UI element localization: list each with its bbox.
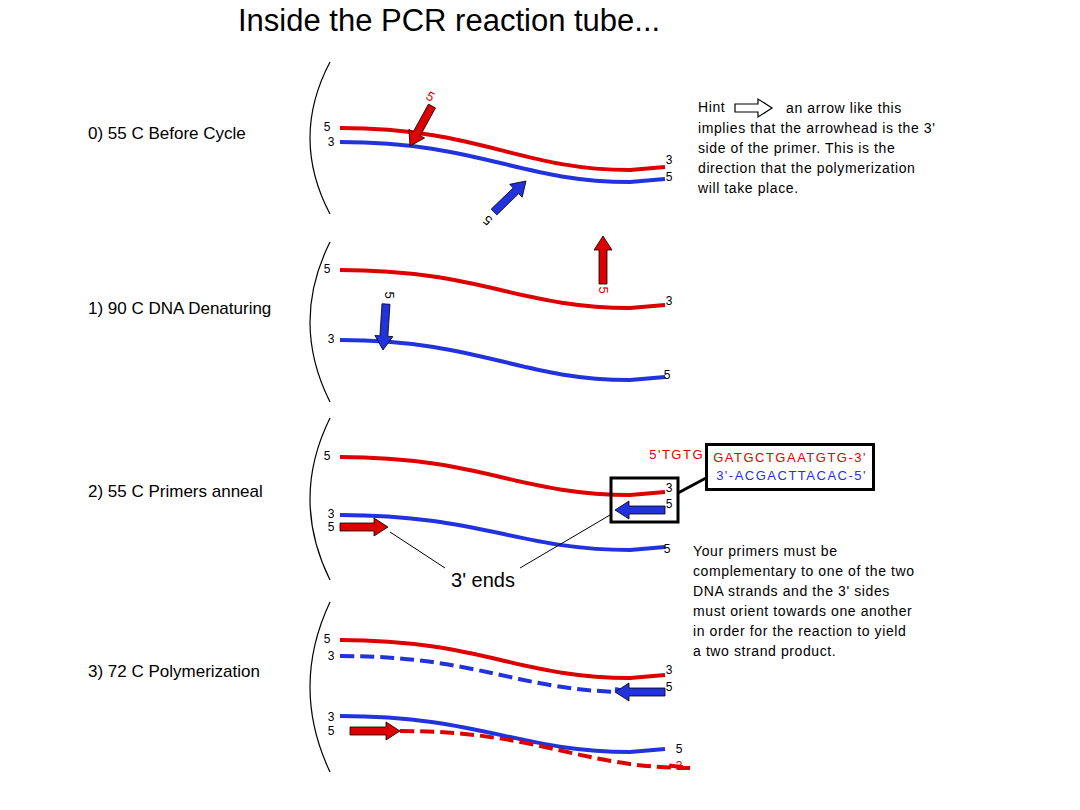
hint-note: Hint [698,100,725,115]
end-label: 5 [666,498,673,511]
end-label: 5 [664,543,671,556]
end-label: 5 [324,263,331,276]
end-label: 5 [423,89,436,105]
dna-strand [340,142,665,182]
primer-arrow [375,304,393,350]
sequence-box: GATGCTGAATGTG-3'3'-ACGACTTACAC-5' [705,443,875,491]
end-label: 3 [676,760,683,773]
hint-note: an arrow like this implies that the arro… [698,98,938,198]
end-label: 5 [481,212,496,228]
end-label: 3 [328,711,335,724]
end-label: 5 [324,121,331,134]
sequence-text: 5'TGTG [649,448,704,462]
end-label: 5 [324,450,331,463]
end-label: 3 [328,508,335,521]
end-label: 5 [664,369,671,382]
end-label: 5 [324,633,331,646]
step-label: 3) 72 C Polymerization [88,663,260,682]
end-label: 3 [666,482,673,495]
end-label: 3 [328,333,335,346]
dna-strand [340,457,665,495]
title: Inside the PCR reaction tube... [238,4,660,38]
step-label: 0) 55 C Before Cycle [88,125,246,144]
pointer-line [390,532,445,568]
step-label: 2) 55 C Primers anneal [88,483,263,502]
bracket [310,62,330,214]
dna-strand [340,270,665,308]
pointer-line [520,515,610,568]
bracket [310,242,330,402]
hint-arrow [735,99,772,117]
dna-strand [340,340,665,380]
end-label: 3 [328,650,335,663]
primer-arrow [594,236,612,284]
new-strand [340,656,630,692]
primer-arrow [350,722,400,740]
end-label: 5 [666,171,673,184]
end-label: 5 [382,291,396,298]
primer-arrow [409,104,436,146]
end-label: 5 [596,286,610,293]
end-label: 3 [328,136,335,149]
end-label: 3 [666,154,673,167]
note-text: Your primers must be complementary to on… [693,541,918,661]
highlight-box [611,478,678,522]
pointer-label: 3' ends [451,569,515,591]
end-label: 5 [328,521,335,534]
primer-arrow [340,518,388,536]
primer-arrow [491,181,526,215]
step-label: 1) 90 C DNA Denaturing [88,300,271,319]
end-label: 3 [666,295,673,308]
primer-arrow [615,501,665,519]
end-label: 3 [666,664,673,677]
dna-strand [340,515,665,550]
dna-strand [340,716,665,752]
bracket [310,602,330,772]
end-label: 5 [666,681,673,694]
end-label: 5 [328,725,335,738]
new-strand [400,731,690,768]
sequence-text: 3'-ACGACTTACAC-5' [713,467,867,485]
bracket [310,418,330,580]
sequence-text: GATGCTGAATGTG-3' [713,449,867,467]
primer-arrow [615,683,665,701]
leader-line [678,478,706,493]
end-label: 5 [676,743,683,756]
